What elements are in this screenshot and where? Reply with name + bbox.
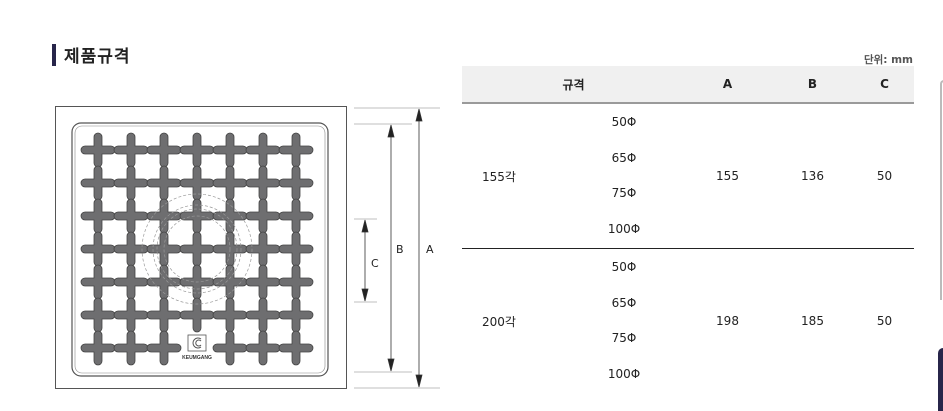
size-item: 75Φ	[611, 331, 637, 345]
value-a: 155	[685, 103, 770, 249]
value-c: 50	[876, 314, 893, 328]
value-b: 136	[770, 103, 855, 249]
side-floating-button[interactable]	[938, 348, 943, 411]
table-row: 200각 50Φ 65Φ 75Φ 100Φ 198 185 50	[462, 249, 914, 394]
size-item: 75Φ	[611, 186, 637, 200]
size-list: 50Φ 65Φ 75Φ 100Φ	[563, 249, 685, 394]
value-c: 50	[855, 103, 914, 249]
size-list: 50Φ 65Φ 75Φ 100Φ	[563, 103, 685, 249]
svg-text:KEUMGANG: KEUMGANG	[182, 355, 212, 361]
svg-text:A: A	[426, 243, 434, 256]
side-panel-edge	[940, 80, 943, 300]
unit-label: 단위: mm	[863, 54, 913, 66]
header-a: A	[685, 66, 770, 104]
svg-text:C: C	[371, 257, 379, 270]
keumgang-logo: KEUMGANG	[182, 334, 212, 361]
table-row: 155각 50Φ 65Φ 75Φ 100Φ 155 136 50	[462, 103, 914, 249]
page-title: 제품규격	[64, 47, 131, 67]
product-drawing: KEUMGANG	[55, 106, 347, 389]
dimension-diagram: A B C	[354, 107, 440, 389]
size-item: 65Φ	[611, 150, 637, 165]
spec-table: 규격 A B C 155각 50Φ 65Φ 75Φ 100Φ 155 136 5…	[462, 66, 914, 393]
title-accent-bar	[52, 44, 56, 66]
value-b: 185	[801, 314, 824, 328]
row-label: 200각	[482, 314, 516, 329]
header-spec: 규격	[462, 66, 685, 104]
size-item: 50Φ	[611, 115, 637, 129]
value-a: 198	[716, 314, 739, 328]
header-b: B	[770, 66, 855, 104]
size-item: 100Φ	[607, 221, 641, 236]
header-c: C	[855, 66, 914, 104]
size-item: 100Φ	[607, 366, 641, 381]
table-header-row: 규격 A B C	[462, 66, 914, 104]
size-item: 50Φ	[611, 260, 637, 274]
size-item: 65Φ	[611, 295, 637, 310]
svg-text:B: B	[396, 243, 404, 256]
row-label: 155각	[462, 103, 563, 249]
